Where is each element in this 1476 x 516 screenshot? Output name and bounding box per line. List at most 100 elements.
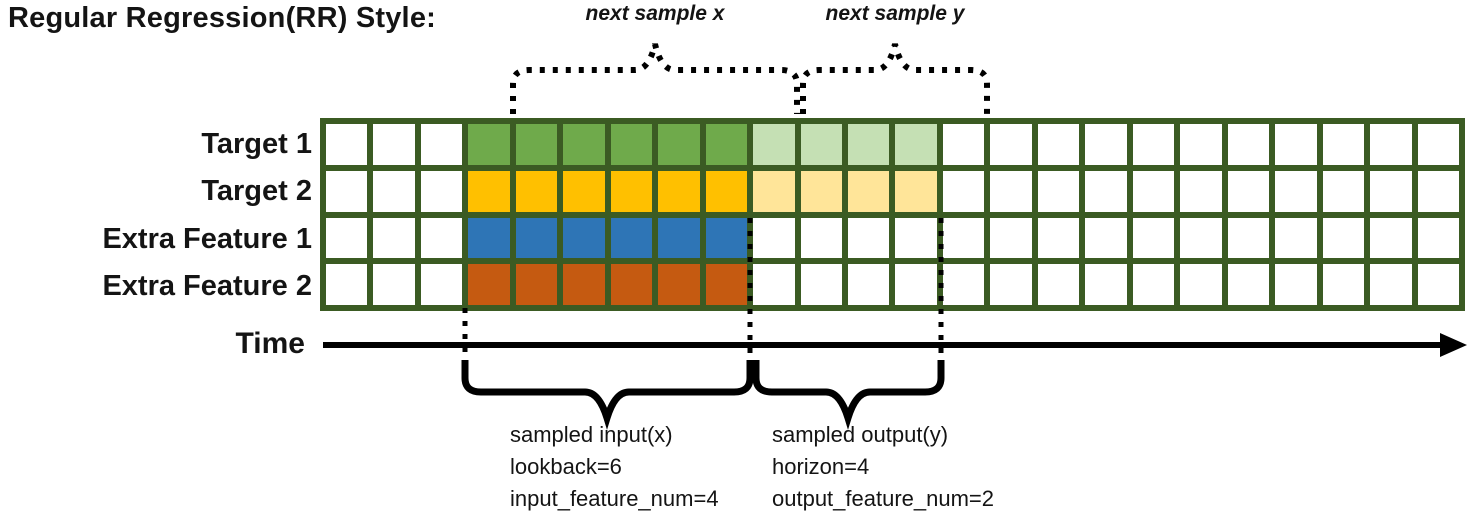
grid-cell xyxy=(1085,264,1127,305)
grid-cell xyxy=(1085,217,1127,259)
grid-cell xyxy=(1275,170,1317,212)
row-label-target-2: Target 2 xyxy=(201,175,312,207)
grid-cell xyxy=(420,217,463,259)
grid-cell xyxy=(1132,264,1175,305)
grid-cell xyxy=(658,170,700,212)
next-sample-y-brace xyxy=(800,43,990,114)
lookback-value: lookback=6 xyxy=(510,454,622,479)
grid-cell xyxy=(895,170,937,212)
grid-cell xyxy=(1417,217,1459,259)
grid-cell xyxy=(1037,124,1080,165)
grid-cell xyxy=(990,264,1032,305)
grid-cell xyxy=(373,264,415,305)
grid-cell xyxy=(1227,170,1270,212)
time-axis-arrowhead xyxy=(1440,333,1467,357)
grid-cell xyxy=(610,124,653,165)
grid-cell xyxy=(468,264,510,305)
diagram-title: Regular Regression(RR) Style: xyxy=(8,2,436,34)
row-label-extra-feature-1: Extra Feature 1 xyxy=(102,223,312,255)
grid-cell xyxy=(515,217,558,259)
row-label-extra-feature-2: Extra Feature 2 xyxy=(102,270,312,302)
grid-cell xyxy=(753,217,795,259)
grid-cell xyxy=(990,217,1032,259)
grid-cell xyxy=(1132,217,1175,259)
grid-cell xyxy=(563,170,605,212)
grid-cell xyxy=(1132,170,1175,212)
grid-cell xyxy=(895,217,937,259)
grid-cell xyxy=(1180,217,1222,259)
grid-cell xyxy=(848,217,890,259)
sampled-output-annotation: sampled output(y) horizon=4 output_featu… xyxy=(772,419,994,515)
grid-cell xyxy=(753,124,795,165)
grid-cell xyxy=(563,217,605,259)
grid-cell xyxy=(1227,217,1270,259)
sampled-input-title: sampled input(x) xyxy=(510,422,673,447)
grid-cell xyxy=(942,124,985,165)
grid-cell xyxy=(1417,170,1459,212)
grid-cell xyxy=(1417,124,1459,165)
grid-cell xyxy=(705,264,748,305)
next-sample-x-label: next sample x xyxy=(585,2,725,25)
grid-cell xyxy=(942,170,985,212)
grid-cell xyxy=(800,264,843,305)
grid-cell xyxy=(373,217,415,259)
grid-cell xyxy=(942,217,985,259)
grid-cell xyxy=(1037,217,1080,259)
grid-cell xyxy=(1037,264,1080,305)
grid-cell xyxy=(800,217,843,259)
grid-cell xyxy=(658,217,700,259)
grid-cell xyxy=(563,264,605,305)
grid-cell xyxy=(1180,264,1222,305)
grid-cell xyxy=(468,217,510,259)
grid-cell xyxy=(563,124,605,165)
grid-cell xyxy=(800,124,843,165)
grid-cell xyxy=(420,170,463,212)
grid-cell xyxy=(420,264,463,305)
grid-cell xyxy=(1275,264,1317,305)
grid-cell xyxy=(373,170,415,212)
row-label-target-1: Target 1 xyxy=(201,128,312,160)
grid-cell xyxy=(753,264,795,305)
grid-cell xyxy=(658,264,700,305)
grid-cell xyxy=(1180,124,1222,165)
sampled-output-title: sampled output(y) xyxy=(772,422,949,447)
grid-cell xyxy=(373,124,415,165)
horizon-value: horizon=4 xyxy=(772,454,870,479)
grid-cell xyxy=(326,217,368,259)
grid-cell xyxy=(990,124,1032,165)
grid-cell xyxy=(848,170,890,212)
grid-cell xyxy=(1322,264,1365,305)
grid-cell xyxy=(515,124,558,165)
grid-cell xyxy=(895,124,937,165)
grid-cell xyxy=(1322,170,1365,212)
next-sample-y-label: next sample y xyxy=(825,2,965,25)
grid-cell xyxy=(658,124,700,165)
grid-cell xyxy=(515,170,558,212)
time-axis-label: Time xyxy=(235,327,305,360)
grid-cell xyxy=(942,264,985,305)
grid-cell xyxy=(1417,264,1459,305)
sampled-input-annotation: sampled input(x) lookback=6 input_featur… xyxy=(510,419,719,515)
grid-cell xyxy=(468,124,510,165)
input-feature-num: input_feature_num=4 xyxy=(510,486,719,511)
grid-cell xyxy=(1227,264,1270,305)
grid-cell xyxy=(990,170,1032,212)
grid-cell xyxy=(1370,124,1412,165)
grid-cell xyxy=(705,170,748,212)
grid-cell xyxy=(1180,170,1222,212)
grid-cell xyxy=(326,264,368,305)
sampled-output-brace xyxy=(752,360,945,430)
grid-cell xyxy=(1132,124,1175,165)
grid-cell xyxy=(610,217,653,259)
output-feature-num: output_feature_num=2 xyxy=(772,486,995,511)
grid-cell xyxy=(515,264,558,305)
grid-cell xyxy=(1275,217,1317,259)
grid-cell xyxy=(753,170,795,212)
next-sample-x-brace xyxy=(510,43,800,114)
grid-cell xyxy=(326,124,368,165)
sample-grid xyxy=(320,118,1465,311)
grid-cell xyxy=(326,170,368,212)
grid-cell xyxy=(1227,124,1270,165)
grid-cell xyxy=(610,264,653,305)
